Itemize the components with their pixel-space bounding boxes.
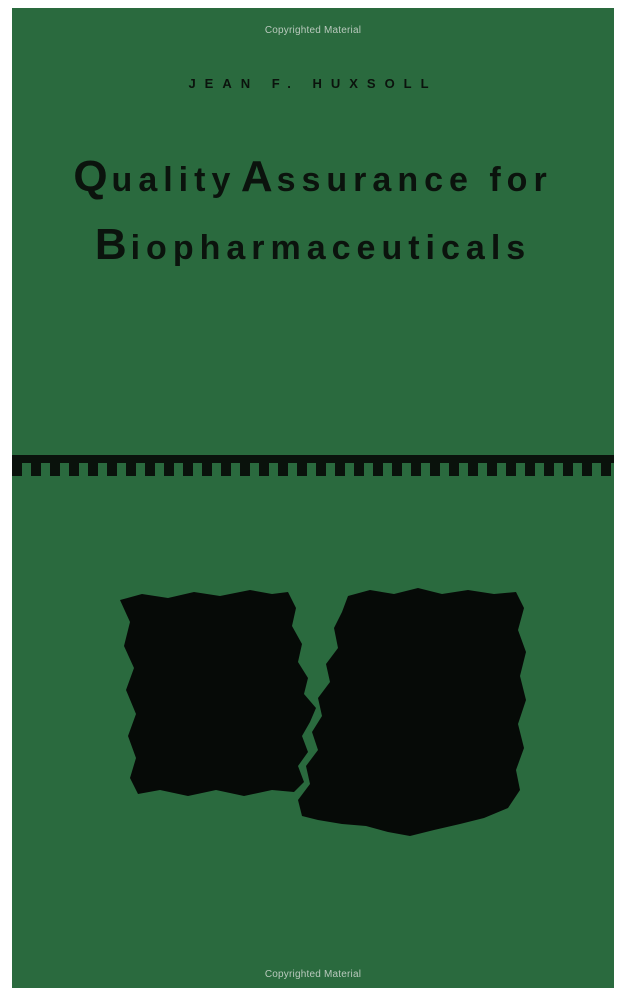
author-name: JEAN F. HUXSOLL <box>188 76 438 91</box>
decorative-rule-teeth <box>12 463 614 476</box>
title-line-2: Biopharmaceuticals <box>12 216 614 284</box>
watermark-top: Copyrighted Material <box>264 25 362 36</box>
book-cover: Copyrighted Material JEAN F. HUXSOLL Qua… <box>12 8 614 988</box>
torn-paper-illustration <box>120 588 526 836</box>
book-title: Quality Assurance for Biopharmaceuticals <box>12 148 614 284</box>
decorative-rule <box>12 455 614 463</box>
title-word-uality: uality <box>111 161 237 199</box>
title-initial-a: A <box>240 152 277 201</box>
title-word-ssurance-for: ssurance for <box>276 161 553 199</box>
title-word-iopharmaceuticals: iopharmaceuticals <box>130 229 532 267</box>
torn-paper-right-piece <box>298 588 526 836</box>
title-line-1: Quality Assurance for <box>12 148 614 216</box>
title-initial-q: Q <box>73 152 112 201</box>
torn-paper-left-piece <box>120 590 316 796</box>
title-initial-b: B <box>94 220 131 269</box>
watermark-bottom: Copyrighted Material <box>264 969 362 980</box>
